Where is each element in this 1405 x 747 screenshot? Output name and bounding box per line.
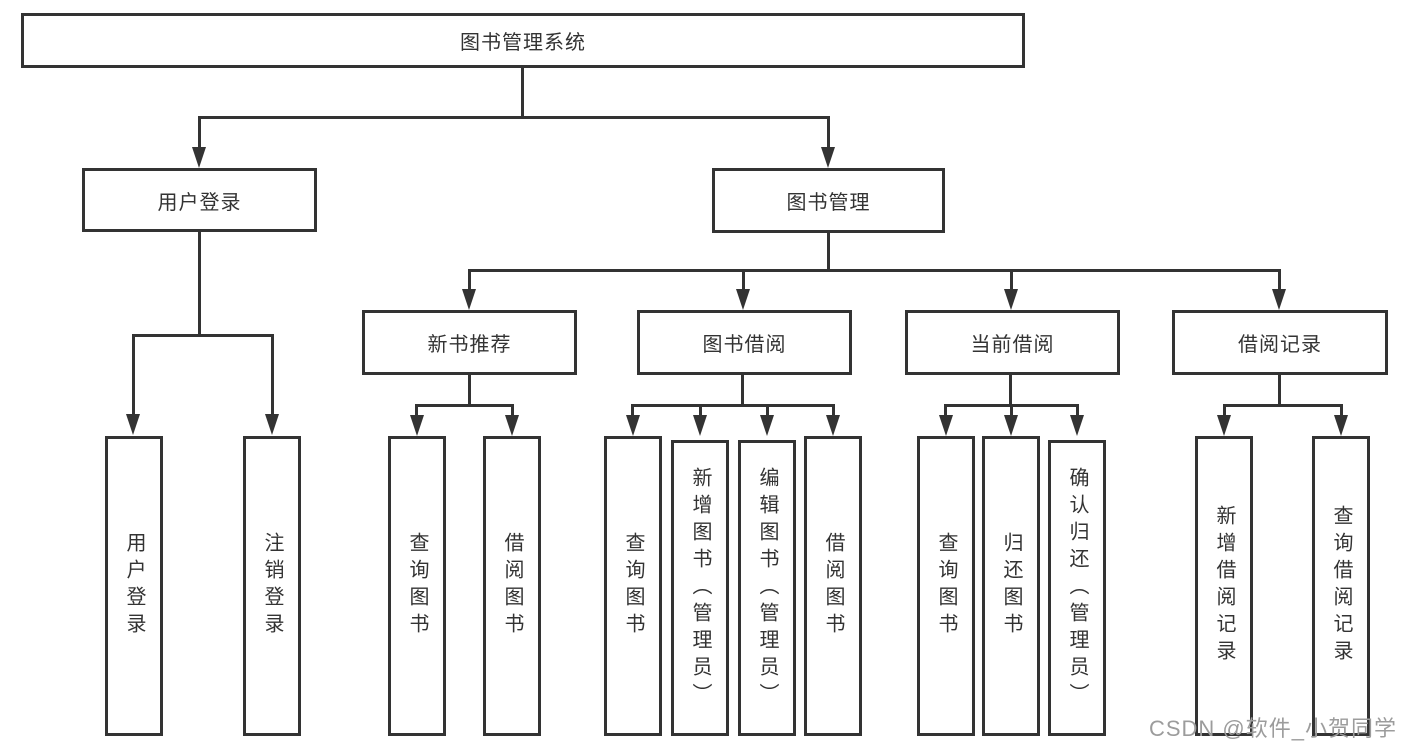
node-leaf-borrow-book-rec: 借阅图书: [483, 436, 541, 736]
arrowhead-query-record: [1334, 415, 1348, 436]
node-leaf-user-login: 用户登录: [105, 436, 163, 736]
connector-borrow-record-stub: [1278, 374, 1281, 407]
node-current-borrow: 当前借阅: [905, 310, 1120, 375]
arrowhead-leaf-user-login: [126, 414, 140, 435]
connector-stem-borrow-book-rec: [511, 404, 514, 416]
connector-book-mgmt-splitter: [468, 269, 1281, 272]
arrowhead-query-book-borrow: [626, 415, 640, 436]
connector-stem-confirm-return: [1076, 404, 1079, 416]
connector-stem-new-book-rec: [468, 269, 471, 291]
connector-stem-add-book: [699, 404, 702, 416]
node-leaf-query-book-current-label: 查询图书: [935, 532, 957, 640]
arrowhead-leaf-logout: [265, 414, 279, 435]
node-leaf-add-book-admin-label: 新增图书（管理员）: [689, 466, 711, 710]
arrowhead-book-borrow: [736, 289, 750, 310]
connector-stem-borrow-record: [1278, 269, 1281, 291]
connector-stem-book-borrow: [742, 269, 745, 291]
node-borrow-record-label: 借阅记录: [1238, 334, 1322, 356]
connector-book-borrow-splitter: [631, 404, 835, 407]
node-new-book-rec-label: 新书推荐: [427, 334, 512, 356]
arrowhead-add-record: [1217, 415, 1231, 436]
node-leaf-add-borrow-record-label: 新增借阅记录: [1213, 505, 1235, 667]
arrowhead-query-book-current: [939, 415, 953, 436]
arrowhead-borrow-record: [1272, 289, 1286, 310]
connector-user-login-splitter: [132, 334, 274, 337]
node-book-borrow: 图书借阅: [637, 310, 852, 375]
node-leaf-query-borrow-record-label: 查询借阅记录: [1330, 505, 1352, 667]
node-leaf-edit-book-admin-label: 编辑图书（管理员）: [756, 466, 778, 710]
connector-stem-add-record: [1223, 404, 1226, 416]
node-leaf-query-book-rec: 查询图书: [388, 436, 446, 736]
node-leaf-add-borrow-record: 新增借阅记录: [1195, 436, 1253, 736]
node-root: 图书管理系统: [21, 13, 1025, 68]
connector-book-borrow-stub: [741, 374, 744, 407]
node-leaf-add-book-admin: 新增图书（管理员）: [671, 440, 729, 736]
arrowhead-borrow-book-rec: [505, 415, 519, 436]
arrowhead-edit-book: [760, 415, 774, 436]
arrowhead-user-login: [192, 147, 206, 168]
connector-new-book-rec-splitter: [415, 404, 514, 407]
node-book-borrow-label: 图书借阅: [702, 334, 787, 356]
node-leaf-logout: 注销登录: [243, 436, 301, 736]
arrowhead-current-borrow: [1004, 289, 1018, 310]
node-leaf-return-book-label: 归还图书: [1000, 532, 1022, 640]
arrowhead-borrow-book-borrow: [826, 415, 840, 436]
node-user-login: 用户登录: [82, 168, 317, 232]
arrowhead-new-book-rec: [462, 289, 476, 310]
connector-borrow-record-splitter: [1223, 404, 1342, 407]
node-leaf-borrow-book-borrow-label: 借阅图书: [822, 532, 844, 640]
arrowhead-add-book: [693, 415, 707, 436]
node-new-book-rec: 新书推荐: [362, 310, 577, 375]
connector-root-splitter: [198, 116, 830, 119]
arrowhead-book-mgmt: [821, 147, 835, 168]
node-leaf-query-borrow-record: 查询借阅记录: [1312, 436, 1370, 736]
node-leaf-borrow-book-borrow: 借阅图书: [804, 436, 862, 736]
connector-book-mgmt-stub: [827, 232, 830, 272]
arrowhead-query-book-rec: [410, 415, 424, 436]
connector-stem-current-borrow: [1010, 269, 1013, 291]
node-leaf-query-book-current: 查询图书: [917, 436, 975, 736]
connector-new-book-rec-stub: [468, 374, 471, 407]
csdn-watermark: CSDN @软件_小贺同学: [1148, 716, 1397, 741]
node-leaf-confirm-return-admin: 确认归还（管理员）: [1048, 440, 1106, 736]
node-root-label: 图书管理系统: [460, 32, 586, 54]
connector-stem-user-login: [198, 116, 201, 148]
node-leaf-borrow-book-rec-label: 借阅图书: [501, 532, 523, 640]
connector-stem-query-record: [1340, 404, 1343, 416]
connector-stem-leaf-logout: [271, 334, 274, 415]
connector-stem-query-book-rec: [415, 404, 418, 416]
connector-stem-leaf-user-login: [132, 334, 135, 415]
arrowhead-confirm-return: [1070, 415, 1084, 436]
connector-root-stub: [521, 67, 524, 118]
connector-stem-book-mgmt: [827, 116, 830, 148]
node-leaf-return-book: 归还图书: [982, 436, 1040, 736]
node-leaf-user-login-label: 用户登录: [123, 532, 145, 640]
node-book-mgmt-label: 图书管理: [786, 192, 871, 214]
node-leaf-query-book-borrow-label: 查询图书: [622, 532, 644, 640]
node-leaf-query-book-rec-label: 查询图书: [406, 532, 428, 640]
node-leaf-query-book-borrow: 查询图书: [604, 436, 662, 736]
node-book-mgmt: 图书管理: [712, 168, 945, 233]
connector-stem-return-book: [1010, 404, 1013, 416]
node-leaf-logout-label: 注销登录: [261, 532, 283, 640]
node-borrow-record: 借阅记录: [1172, 310, 1388, 375]
node-leaf-edit-book-admin: 编辑图书（管理员）: [738, 440, 796, 736]
connector-stem-edit-book: [766, 404, 769, 416]
node-user-login-label: 用户登录: [157, 191, 242, 214]
connector-stem-query-book-borrow: [631, 404, 634, 416]
connector-stem-borrow-book-borrow: [832, 404, 835, 416]
connector-current-borrow-stub: [1009, 374, 1012, 407]
connector-stem-query-book-current: [944, 404, 947, 416]
node-current-borrow-label: 当前借阅: [970, 334, 1055, 356]
node-leaf-confirm-return-admin-label: 确认归还（管理员）: [1066, 466, 1088, 710]
arrowhead-return-book: [1004, 415, 1018, 436]
connector-user-login-stub: [198, 231, 201, 337]
